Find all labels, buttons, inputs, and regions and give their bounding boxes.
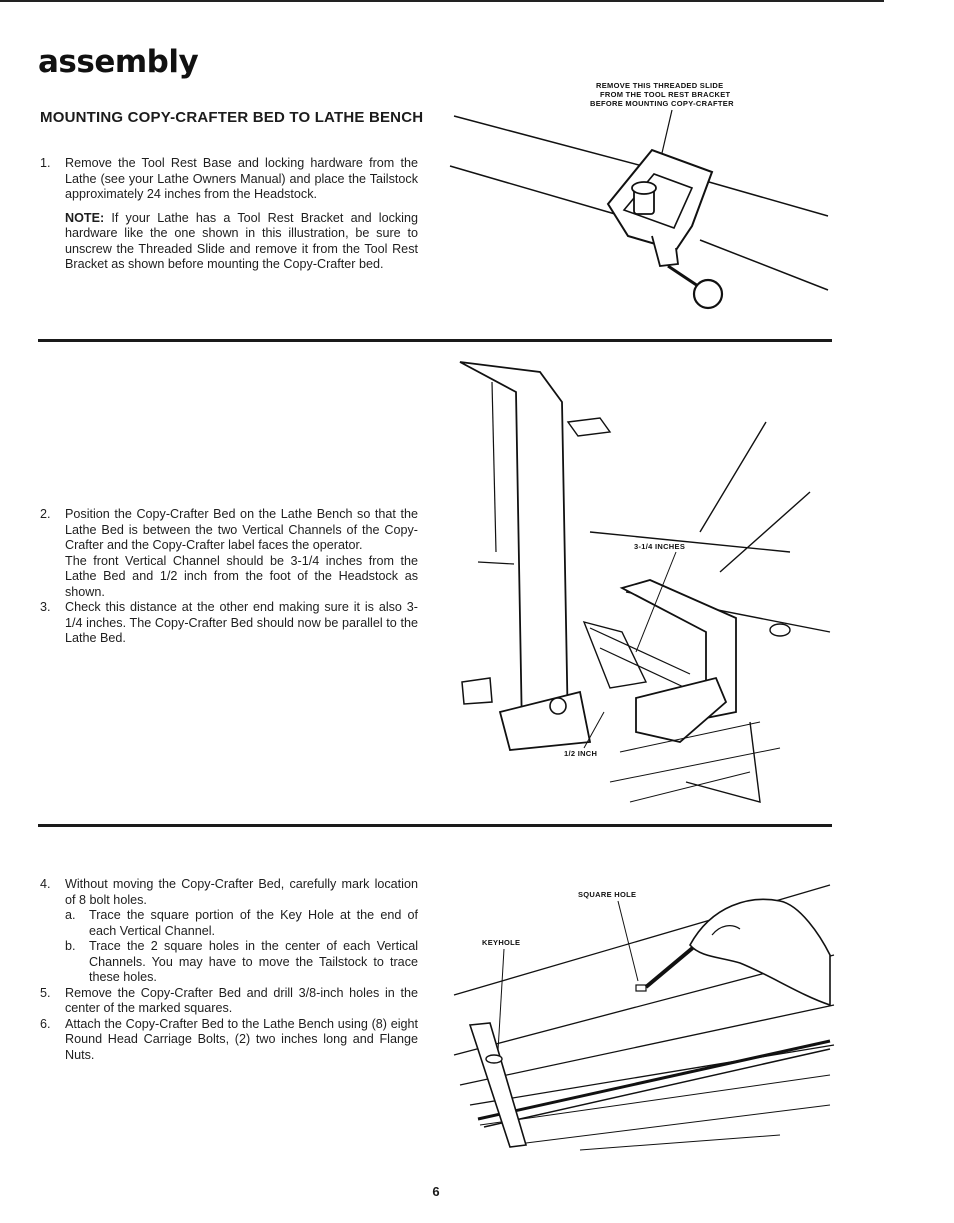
section3-text: 4. Without moving the Copy-Crafter Bed, …: [40, 877, 418, 1063]
callout-square-hole: SQUARE HOLE: [578, 890, 636, 899]
callout-half-inch: 1/2 INCH: [564, 749, 597, 758]
callout-line: FROM THE TOOL REST BRACKET: [600, 90, 731, 99]
callout-keyhole: KEYHOLE: [482, 938, 520, 947]
step-text: Check this distance at the other end mak…: [65, 600, 418, 645]
step-number: 1.: [40, 156, 51, 170]
note-block: NOTE: If your Lathe has a Tool Rest Brac…: [65, 211, 418, 273]
callout-3-1-4-inches: 3-1/4 INCHES: [634, 542, 685, 551]
step-4: 4. Without moving the Copy-Crafter Bed, …: [40, 877, 418, 908]
step-3: 3. Check this distance at the other end …: [40, 600, 418, 647]
step-text: Without moving the Copy-Crafter Bed, car…: [65, 877, 418, 907]
note-text: If your Lathe has a Tool Rest Bracket an…: [65, 210, 418, 272]
callout-line: REMOVE THIS THREADED SLIDE: [596, 81, 723, 90]
divider: [38, 824, 832, 827]
substep-text: Trace the 2 square holes in the center o…: [89, 939, 418, 984]
step-5: 5. Remove the Copy-Crafter Bed and drill…: [40, 986, 418, 1017]
step-number: 6.: [40, 1016, 51, 1031]
step-number: 4.: [40, 877, 51, 891]
step-number: 5.: [40, 985, 51, 1000]
substep-a: a. Trace the square portion of the Key H…: [65, 908, 418, 939]
step-number: 2.: [40, 507, 51, 521]
step-text: Attach the Copy-Crafter Bed to the Lathe…: [65, 1016, 418, 1062]
substep-letter: b.: [65, 939, 76, 953]
step-text: Remove the Tool Rest Base and locking ha…: [65, 156, 418, 201]
step-number: 3.: [40, 600, 51, 614]
note-label: NOTE:: [65, 210, 105, 225]
step-2: 2. Position the Copy-Crafter Bed on the …: [40, 507, 418, 554]
substep-b: b. Trace the 2 square holes in the cente…: [65, 939, 418, 986]
step-2-continued: The front Vertical Channel should be 3-1…: [65, 553, 418, 599]
step-1: 1. Remove the Tool Rest Base and locking…: [40, 156, 418, 203]
measuring-illustration: 3-1/4 INCHES 1/2 INCH: [459, 361, 831, 803]
top-rule: [0, 0, 884, 2]
substep-text: Trace the square portion of the Key Hole…: [89, 908, 418, 938]
step-text: Position the Copy-Crafter Bed on the Lat…: [65, 507, 418, 552]
section-title: assembly: [38, 44, 199, 80]
step-6: 6. Attach the Copy-Crafter Bed to the La…: [40, 1017, 418, 1064]
step-text: Remove the Copy-Crafter Bed and drill 3/…: [65, 985, 418, 1016]
divider: [38, 339, 832, 342]
marking-holes-illustration: SQUARE HOLE KEYHOLE: [453, 884, 835, 1151]
tool-rest-bracket-illustration: REMOVE THIS THREADED SLIDE FROM THE TOOL…: [449, 81, 829, 310]
page-number: 6: [432, 1184, 440, 1199]
callout-line: BEFORE MOUNTING COPY-CRAFTER: [590, 99, 734, 108]
section2-text: 2. Position the Copy-Crafter Bed on the …: [40, 507, 418, 647]
subheading-mounting: MOUNTING COPY-CRAFTER BED TO LATHE BENCH: [40, 109, 424, 126]
section1-text: 1. Remove the Tool Rest Base and locking…: [40, 156, 418, 273]
substep-letter: a.: [65, 908, 76, 922]
